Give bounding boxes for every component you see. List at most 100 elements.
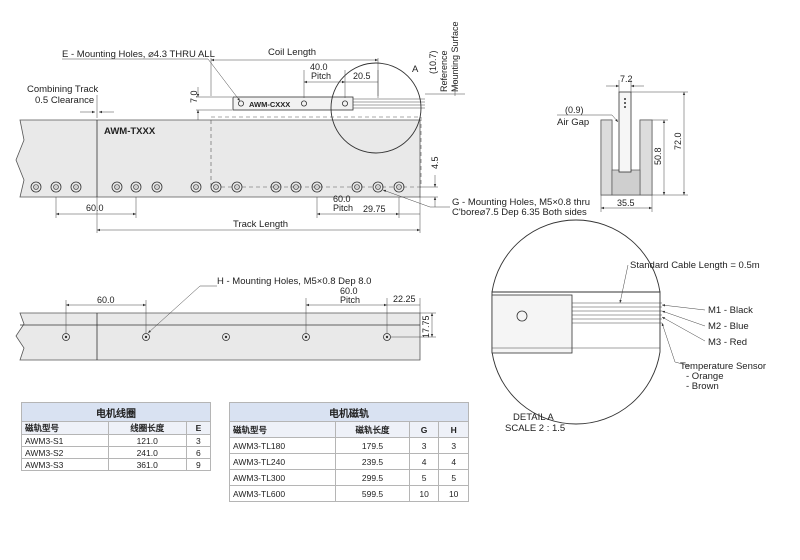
track-cell: 10 [438,485,469,502]
table-row: AWM3-TL300 299.5 5 5 [228,469,469,486]
table-row: AWM3-TL600 599.5 10 10 [228,485,469,502]
coil-length-label: Coil Length [268,47,316,58]
track-cell: 599.5 [335,485,410,502]
table-row: AWM3-S3 361.0 9 [21,458,212,471]
coil-header-e: E [185,421,212,435]
coil-cell: 241.0 [107,446,187,459]
temp-sensor-label: Temperature Sensor [680,361,766,372]
track-table-title: 电机磁轨 [229,402,469,422]
track-body-top [15,119,421,198]
g-holes-label-1: G - Mounting Holes, M5×0.8 thru [452,197,590,208]
dim-4-5: 4.5 [430,156,440,169]
dim-60-bottom-a: 60.0 [97,295,115,305]
cable-length-label: Standard Cable Length = 0.5m [630,260,760,271]
coil-blade [618,91,632,173]
detail-circle-a [330,62,422,154]
coil-cell: 9 [185,458,212,471]
track-cell: AWM3-TL600 [228,485,337,502]
detail-a: Standard Cable Length = 0.5m M1 - Black … [491,219,766,434]
table-row: AWM3-TL240 239.5 4 4 [228,453,469,470]
dim-pitch-bottom: Pitch [340,295,360,305]
ref-surface-1: Reference [439,50,449,92]
air-gap-label: Air Gap [557,117,589,128]
combining-label-1: Combining Track [27,84,99,95]
track-cell: 299.5 [335,469,410,486]
dim-10-7: (10.7) [428,50,438,74]
dim-7: 7.0 [189,90,199,103]
coil-table: 电机线圈 磁轨型号 线圈长度 E AWM3-S1 121.0 3 AWM3-S2… [21,402,212,471]
detail-hole [516,310,528,322]
table-row: AWM3-S1 121.0 3 [21,434,212,447]
coil-cell: AWM3-S1 [21,434,109,447]
dim-7-2: 7.2 [620,74,633,84]
track-cell: 3 [438,437,469,454]
bottom-view: H - Mounting Holes, M5×0.8 Dep 8.0 60.0 … [15,276,436,361]
track-cell: 4 [408,453,440,470]
coil-table-title: 电机线圈 [21,402,211,422]
track-cell: AWM3-TL180 [228,437,337,454]
track-cell: AWM3-TL300 [228,469,337,486]
dim-35-5: 35.5 [617,198,635,208]
dim-17-75: 17.75 [421,315,431,338]
coil-cell: AWM3-S3 [21,458,109,471]
h-holes-label: H - Mounting Holes, M5×0.8 Dep 8.0 [217,276,371,287]
dim-pitch-b: Pitch [333,203,353,213]
detail-coil [491,294,573,354]
g-holes-label-2: C'bore⌀7.5 Dep 6.35 Both sides [452,207,587,218]
track-header-g: G [408,421,440,438]
coil-hole-1 [237,100,244,107]
coil-hole-2 [300,100,307,107]
coil-cell: AWM3-S2 [21,446,109,459]
track-cell: AWM3-TL240 [228,453,337,470]
track-cell: 3 [408,437,440,454]
coil-cell: 3 [185,434,212,447]
track-marking: AWM-TXXX [104,126,156,137]
track-table: 电机磁轨 磁轨型号 磁轨长度 G H AWM3-TL180 179.5 3 3 … [228,402,469,502]
top-view: AWM-TXXX AWM-CXXX A [15,21,590,233]
track-header-length: 磁轨长度 [335,421,410,438]
coil-hole-3 [341,100,348,107]
ref-surface-2: Mounting Surface [450,21,460,92]
m2-label: M2 - Blue [708,321,749,332]
orange-label: - Orange [686,371,724,382]
coil-marking: AWM-CXXX [249,100,290,109]
detail-marker-a: A [412,64,419,75]
track-cell: 239.5 [335,453,410,470]
dim-22-25: 22.25 [393,294,416,304]
coil-cell: 6 [185,446,212,459]
dim-29-75: 29.75 [363,204,386,214]
m3-label: M3 - Red [708,337,747,348]
coil-header-length: 线圈长度 [107,421,187,435]
track-cell: 10 [408,485,440,502]
coil-cell: 361.0 [107,458,187,471]
track-cell: 4 [438,453,469,470]
track-cell: 5 [408,469,440,486]
track-cell: 5 [438,469,469,486]
dim-pitch-a: Pitch [311,71,331,81]
coil-header-model: 磁轨型号 [21,421,109,435]
table-row: AWM3-TL180 179.5 3 3 [228,437,469,454]
m1-label: M1 - Black [708,305,753,316]
dim-20-5: 20.5 [353,71,371,81]
combining-label-2: 0.5 Clearance [35,95,94,106]
dim-60-top-b: 60.0 [333,194,351,204]
dim-40: 40.0 [310,62,328,72]
e-holes-label: E - Mounting Holes, ⌀4.3 THRU ALL [62,49,215,60]
track-header-h: H [438,421,469,438]
dim-72: 72.0 [673,132,683,150]
track-cell: 179.5 [335,437,410,454]
track-header-model: 磁轨型号 [228,421,337,438]
coil-cell: 121.0 [107,434,187,447]
dim-0-9: (0.9) [565,105,584,115]
brown-label: - Brown [686,381,719,392]
track-holes-bottom [62,333,391,341]
coil-bar [232,96,354,111]
track-body-bottom [15,312,421,361]
dim-50-8: 50.8 [653,147,663,165]
track-holes-top [30,181,405,193]
end-view: 7.2 (0.9) Air Gap 50.8 72.0 35.5 [557,74,688,212]
dim-60-top-a: 60.0 [86,203,104,213]
table-row: AWM3-S2 241.0 6 [21,446,212,459]
detail-scale: SCALE 2 : 1.5 [505,423,565,434]
